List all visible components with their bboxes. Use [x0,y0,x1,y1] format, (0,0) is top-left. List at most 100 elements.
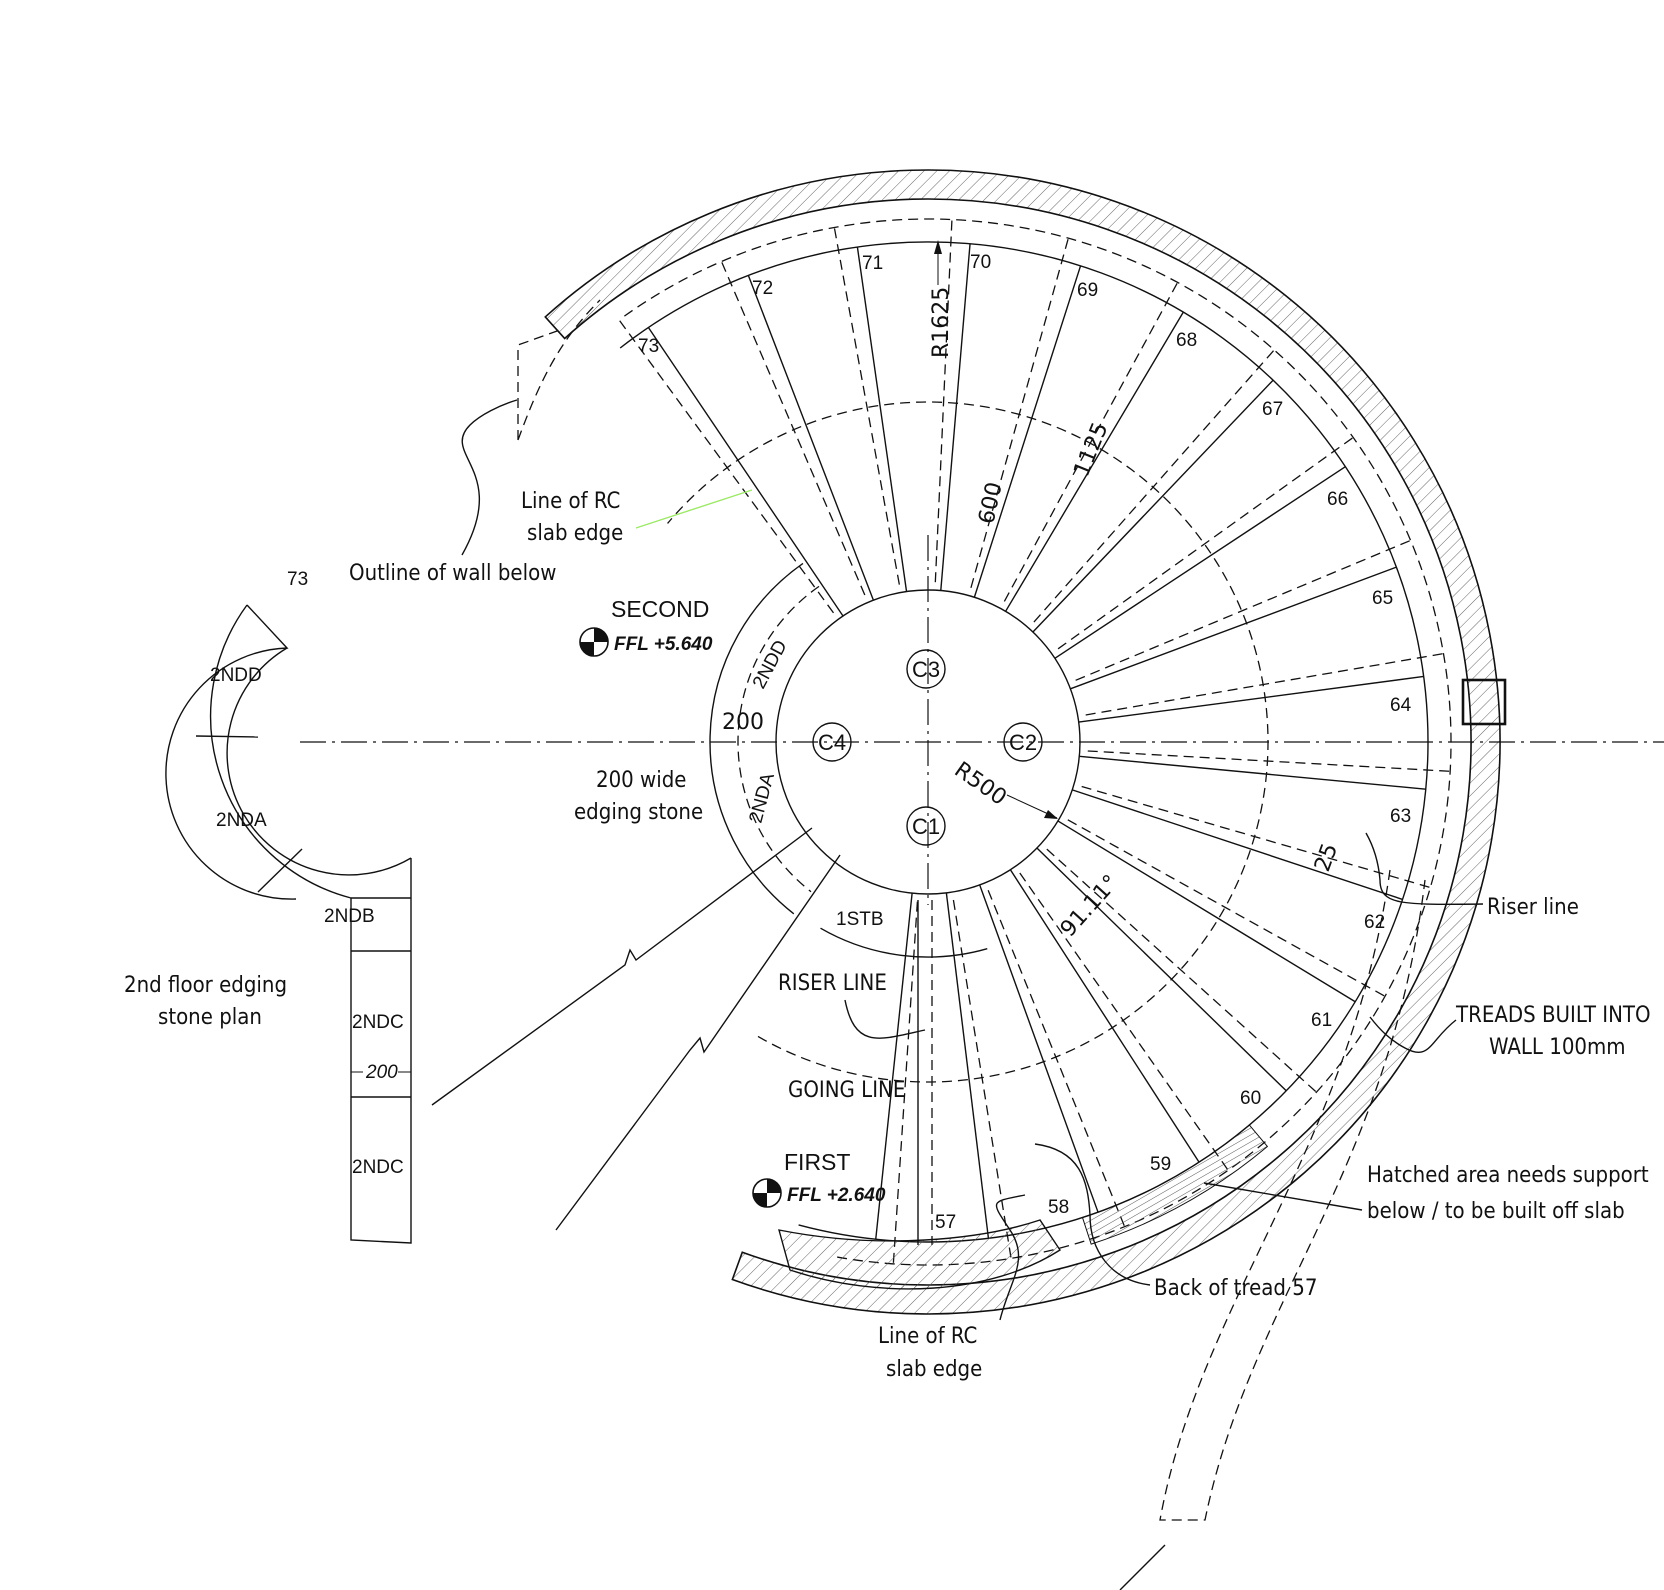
bottom-slab-hatched [778,1219,1061,1290]
note-rc-slab-bot-2: slab edge [886,1357,982,1382]
tread-numbers: 57 58 59 60 61 62 63 64 65 66 67 68 69 7… [638,252,1412,1233]
tread-number: 66 [1327,489,1348,510]
wall-outline-top [517,299,601,441]
tread-riser-line [747,275,875,601]
column-c4-label: C4 [818,730,846,755]
dim-600: 600 [974,480,1007,526]
note-edging-2: edging stone [574,800,703,825]
edging-1stb [820,927,988,958]
tread-going-dashed [1085,652,1446,716]
tread-number: 57 [935,1212,956,1233]
tread-number: 67 [1262,399,1283,420]
tread-riser-line [1079,755,1426,790]
second-level-name: SECOND [611,596,709,622]
wall-below-outline [1159,869,1426,1521]
tread-number: 60 [1240,1088,1261,1109]
note-rc-slab-bot-1: Line of RC [878,1324,977,1349]
tread-number: 71 [862,253,883,274]
column-c4-circle [812,722,852,762]
tread-number: 61 [1311,1010,1332,1031]
tread-riser-line [979,884,1099,1213]
plan-label-73: 73 [287,569,308,590]
dim-r1625: R1625 [929,287,954,358]
tread-riser-line [945,892,990,1239]
dim-200: 200 [722,710,764,735]
tread-number: 65 [1372,588,1393,609]
note-outline-wall: Outline of wall below [349,561,556,586]
dim-angle: 91.11° [1056,870,1124,942]
note-riser-line: Riser line [1487,895,1579,920]
tread-number: 62 [1364,912,1385,933]
support-hatched-area [1081,1124,1269,1245]
note-rc-slab-top-2: slab edge [527,521,623,546]
note-treads-wall-1: TREADS BUILT INTO [1455,1003,1651,1028]
tread-going-dashed [833,225,900,585]
edging-inner-dashed [737,585,820,893]
column-c3-circle [906,649,946,689]
tread-number: 59 [1150,1154,1171,1175]
dimensions: R1625 R500 1125 600 200 25 91.11° [722,240,1343,942]
note-edging-1: 200 wide [596,768,687,793]
dim-1125: 1125 [1069,419,1113,480]
dim-r500: R500 [950,757,1011,810]
edging-stone-plan: 73 2NDD 2NDA 2NDB 2NDC 200 2NDC 2nd floo… [124,569,412,1244]
walk-line-arc [667,401,1269,1083]
tread-riser-line [856,246,908,592]
tread-riser-line [1005,311,1184,612]
tread-going-dashed [1057,435,1356,650]
note-going-line: GOING LINE [788,1078,905,1103]
tread-riser-line [875,893,913,1240]
outer-wall-hatched [544,169,1501,1315]
tread-going-dashed [970,236,1070,589]
tread-going-dashed [617,317,835,614]
note-hatched-2: below / to be built off slab [1367,1199,1625,1224]
tread-riser-line [647,327,844,617]
tread-riser-line [1036,847,1287,1092]
break-line-2 [555,854,841,1231]
tread-number: 64 [1390,695,1412,716]
note-back-tread: Back of tread 57 [1154,1276,1317,1301]
tread-number: 68 [1176,330,1197,351]
tread-number: 69 [1077,280,1098,301]
tread-going-dashed [1003,280,1180,602]
note-rc-slab-top-1: Line of RC [521,489,620,514]
level-first: FIRST FFL +2.640 [752,1149,886,1208]
plan-2ndc-1: 2NDC [352,1012,404,1033]
tread-going-dashed [1087,750,1453,773]
tread-number: 70 [970,252,991,273]
column-c3-label: C3 [912,657,940,682]
plan-title-line2: stone plan [158,1005,262,1030]
tread-going-dashed [1033,348,1276,623]
tread-number: 63 [1390,806,1411,827]
tread-riser-line [1009,869,1200,1163]
tread-riser-line [1072,789,1403,901]
note-hatched-1: Hatched area needs support [1367,1163,1649,1188]
plan-2ndb: 2NDB [324,906,375,927]
tread-going-dashed [1081,785,1433,889]
marker-square [1461,678,1507,726]
edging-2nda: 2NDA [746,771,779,826]
plan-dim-200: 200 [365,1062,398,1083]
note-treads-wall-2: WALL 100mm [1489,1035,1626,1060]
tread-going-dashed [892,901,919,1266]
tread-going-dashed [1075,539,1413,681]
tread-going-dashed [720,259,866,596]
edging-2ndd: 2NDD [749,637,792,693]
tread-riser-line [1054,466,1346,659]
plan-2nda: 2NDA [216,810,267,831]
plan-2ndc-2: 2NDC [352,1157,404,1178]
first-level-name: FIRST [784,1149,850,1175]
tread-number: 72 [752,278,773,299]
column-c1-label: C1 [912,814,940,839]
first-ffl: FFL +2.640 [787,1185,886,1206]
plan-2ndd: 2NDD [210,665,262,686]
column-c1-circle [906,806,946,846]
tread-riser-line [1070,566,1397,690]
edging-1stb: 1STB [836,909,884,930]
leader-bottom [1119,1544,1166,1590]
rc-slab-leader-green [635,489,753,529]
tread-going-dashed [934,217,953,583]
column-markers: C1 C2 C3 C4 [812,649,1043,846]
tread-riser-line [1057,820,1356,1003]
column-c2-label: C2 [1009,730,1037,755]
